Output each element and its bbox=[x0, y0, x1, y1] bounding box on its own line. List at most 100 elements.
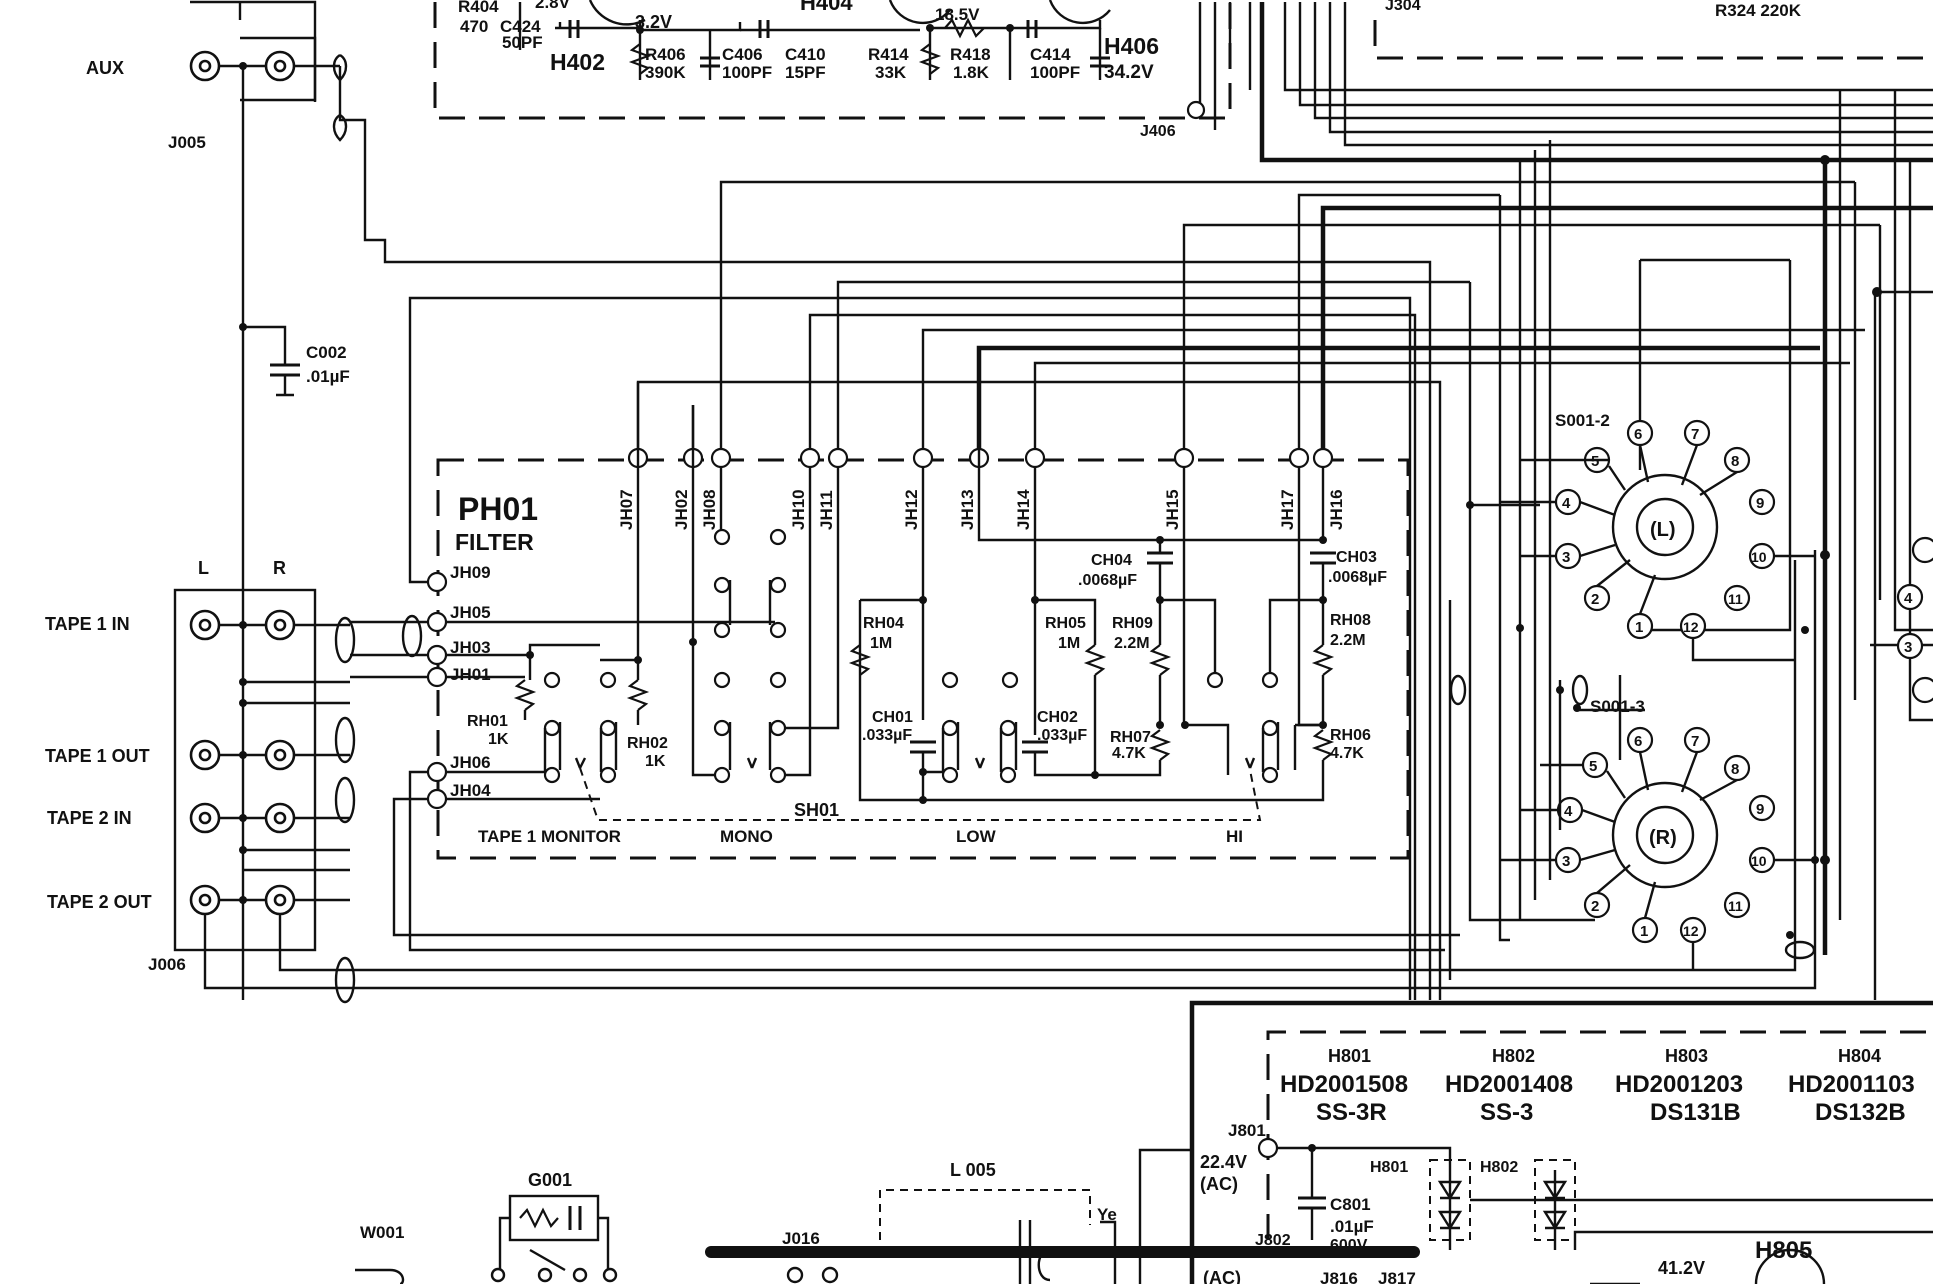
label-w001: W001 bbox=[360, 1223, 404, 1242]
label-r404-value: 470 bbox=[460, 17, 488, 36]
label-s2-pin-11: 11 bbox=[1728, 591, 1743, 607]
label-s3-pin-5: 5 bbox=[1589, 758, 1597, 775]
label-jh14: JH14 bbox=[1014, 489, 1033, 530]
label-r406-value: 390K bbox=[645, 63, 686, 82]
pin-jh11 bbox=[827, 447, 849, 469]
label-s3-pin-9: 9 bbox=[1756, 801, 1764, 818]
label-c414: C414 bbox=[1030, 45, 1071, 64]
label-col-l: L bbox=[198, 558, 209, 578]
label-rh04-value: 1M bbox=[870, 635, 892, 652]
label-ph01: PH01 bbox=[458, 491, 538, 527]
label-s001-3: S001-3 bbox=[1590, 697, 1645, 716]
label-h801: H801 bbox=[1328, 1046, 1371, 1066]
label-34-2v: 34.2V bbox=[1104, 62, 1154, 83]
label-r406: R406 bbox=[645, 45, 686, 64]
label-j802: J802 bbox=[1255, 1232, 1291, 1249]
pin-jh09 bbox=[426, 571, 448, 593]
pin-jh15 bbox=[1173, 447, 1195, 469]
label-h803-type: DS131B bbox=[1650, 1099, 1741, 1126]
label-22-4v: 22.4V bbox=[1200, 1152, 1247, 1172]
switch-mono bbox=[691, 467, 840, 784]
label-s3-pin-3: 3 bbox=[1562, 853, 1570, 870]
label-s001-3-center: (R) bbox=[1649, 827, 1677, 849]
label-jh02: JH02 bbox=[672, 489, 691, 530]
label-jh17: JH17 bbox=[1278, 489, 1297, 530]
label-c406-value: 100PF bbox=[722, 63, 772, 82]
label-sh01: SH01 bbox=[794, 800, 839, 820]
label-h801-type: SS-3R bbox=[1316, 1099, 1387, 1126]
label-jh04: JH04 bbox=[450, 781, 491, 800]
label-ch04: CH04 bbox=[1091, 552, 1132, 569]
label-h802-part: HD2001408 bbox=[1445, 1071, 1573, 1098]
label-diode-h801: H801 bbox=[1370, 1159, 1408, 1176]
label-s3-pin-4: 4 bbox=[1564, 803, 1573, 820]
upper-right-frame bbox=[1228, 2, 1933, 163]
label-low: LOW bbox=[956, 827, 997, 846]
selector-s001-2: (L) S001-2 6 7 8 9 10 11 12 1 2 3 4 5 bbox=[1500, 258, 1815, 662]
label-s2-pin-10: 10 bbox=[1751, 549, 1767, 565]
label-tape2-in: TAPE 2 IN bbox=[47, 808, 132, 828]
label-tape1-in: TAPE 1 IN bbox=[45, 614, 130, 634]
label-c406: C406 bbox=[722, 45, 763, 64]
label-jh16: JH16 bbox=[1327, 489, 1346, 530]
label-jh13: JH13 bbox=[958, 489, 977, 530]
label-h402: H402 bbox=[550, 49, 605, 75]
label-edge-pin-4: 4 bbox=[1904, 590, 1913, 607]
pin-jh04 bbox=[426, 788, 448, 810]
label-tape1-out: TAPE 1 OUT bbox=[45, 746, 150, 766]
label-tape2-out: TAPE 2 OUT bbox=[47, 892, 152, 912]
label-h804-type: DS132B bbox=[1815, 1099, 1906, 1126]
label-c801-value: .01µF bbox=[1330, 1217, 1374, 1236]
power-section: H801 HD2001508 SS-3R H802 HD2001408 SS-3… bbox=[1138, 1000, 1933, 1284]
label-s2-pin-2: 2 bbox=[1591, 591, 1599, 608]
label-edge-pin-3: 3 bbox=[1904, 639, 1912, 656]
label-2-8v: 2.8V bbox=[535, 0, 571, 12]
label-ch02-value: .033µF bbox=[1037, 727, 1087, 744]
label-s3-pin-6: 6 bbox=[1634, 733, 1642, 750]
label-h801-part: HD2001508 bbox=[1280, 1071, 1408, 1098]
label-s3-pin-11: 11 bbox=[1728, 898, 1743, 914]
label-tape1-monitor: TAPE 1 MONITOR bbox=[478, 827, 621, 846]
label-j817: J817 bbox=[1378, 1269, 1416, 1284]
label-s2-pin-4: 4 bbox=[1562, 495, 1571, 512]
label-r418-value: 1.8K bbox=[953, 63, 990, 82]
label-jh03: JH03 bbox=[450, 638, 491, 657]
label-c801: C801 bbox=[1330, 1195, 1371, 1214]
label-jh06: JH06 bbox=[450, 753, 491, 772]
label-jh01: JH01 bbox=[450, 665, 491, 684]
label-rh07-value: 4.7K bbox=[1112, 745, 1146, 762]
label-jh10: JH10 bbox=[789, 489, 808, 530]
label-h404: H404 bbox=[800, 0, 853, 15]
switch-tape-monitor bbox=[543, 671, 618, 784]
label-jh15: JH15 bbox=[1163, 489, 1182, 530]
label-r404: R404 bbox=[458, 0, 499, 16]
label-c002: C002 bbox=[306, 343, 347, 362]
label-h406: H406 bbox=[1104, 33, 1159, 59]
switch-low: RH04 1M CH01 .033µF bbox=[848, 467, 1270, 804]
label-s2-pin-5: 5 bbox=[1591, 453, 1599, 470]
label-mono: MONO bbox=[720, 827, 773, 846]
label-jh11: JH11 bbox=[817, 490, 836, 530]
label-rh02: RH02 bbox=[627, 735, 668, 752]
label-j406: J406 bbox=[1140, 123, 1176, 140]
selector-bus-wires: 4 3 bbox=[1448, 90, 1933, 1000]
label-s3-pin-1: 1 bbox=[1640, 923, 1648, 940]
label-s2-pin-9: 9 bbox=[1756, 495, 1764, 512]
label-c424-value: 50PF bbox=[502, 33, 543, 52]
label-c002-value: .01µF bbox=[306, 367, 350, 386]
label-c410: C410 bbox=[785, 45, 826, 64]
label-ch03: CH03 bbox=[1336, 549, 1377, 566]
label-aux: AUX bbox=[86, 58, 124, 78]
label-r418: R418 bbox=[950, 45, 991, 64]
pin-jh12 bbox=[912, 447, 934, 469]
label-j304: J304 bbox=[1385, 0, 1421, 14]
label-c424: C424 bbox=[500, 17, 541, 36]
filter-top-pins bbox=[627, 447, 1334, 469]
redaction-bar bbox=[705, 1246, 1420, 1258]
selector-s001-3: (R) S001-3 6 7 8 9 10 11 12 1 2 3 4 5 bbox=[1449, 674, 1816, 970]
label-r414-value: 33K bbox=[875, 63, 907, 82]
label-s3-pin-8: 8 bbox=[1731, 761, 1739, 778]
label-ch01-value: .033µF bbox=[862, 727, 912, 744]
label-j005: J005 bbox=[168, 133, 206, 152]
label-rh09-value: 2.2M bbox=[1114, 635, 1150, 652]
